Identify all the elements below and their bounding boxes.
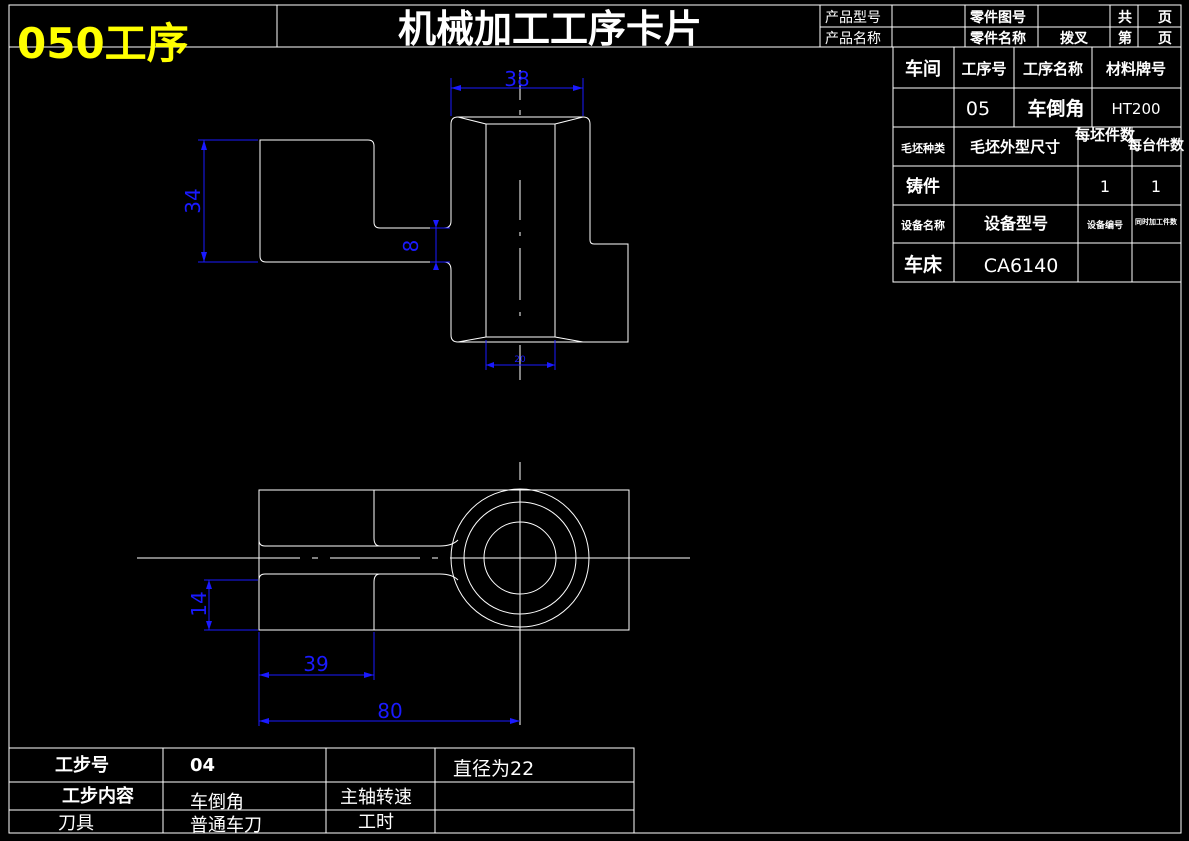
step-content-value: 车倒角: [190, 792, 244, 813]
per-blank-value: 1: [1100, 177, 1110, 196]
drawing-frame: [8, 4, 1182, 834]
step-table: 工步号 04 直径为22 工步内容 车倒角 主轴转速 刀具 普通车刀 工时: [8, 747, 635, 836]
step-no-label: 工步号: [55, 754, 109, 776]
equip-model-label: 设备型号: [984, 214, 1048, 233]
equip-no-label: 设备编号: [1087, 219, 1123, 231]
per-blank-label-line: 每坯件数: [1075, 126, 1136, 144]
dim-gap: 8: [399, 240, 423, 253]
part-name-value: 拨叉: [1060, 30, 1089, 47]
per-unit-label: 每台件数: [1128, 137, 1185, 154]
info-table: 车间 工序号 工序名称 材料牌号 05 车倒角 HT200 毛坯种类 毛坯外型尺…: [892, 46, 1185, 283]
process-no-label: 工序号: [961, 60, 1006, 78]
dim-bottom-height: 14: [187, 591, 211, 616]
material-value: HT200: [1111, 100, 1160, 118]
product-model-label: 产品型号: [825, 10, 881, 26]
tool-value: 普通车刀: [190, 815, 262, 836]
nth-label: 第: [1118, 30, 1132, 47]
blank-type-label: 毛坯种类: [901, 141, 946, 155]
step-note: 直径为22: [453, 758, 534, 780]
blank-size-label: 毛坯外型尺寸: [970, 138, 1060, 156]
spindle-speed-label: 主轴转速: [340, 787, 412, 808]
material-label: 材料牌号: [1106, 60, 1166, 78]
total-label: 共: [1118, 9, 1132, 26]
simul-label: 同时加工件数: [1135, 217, 1178, 226]
card-title: 机械加工工序卡片: [398, 7, 702, 51]
part-no-label: 零件图号: [969, 9, 1026, 26]
product-name-label: 产品名称: [825, 31, 881, 47]
work-time-label: 工时: [358, 812, 394, 833]
process-name-label: 工序名称: [1023, 60, 1083, 78]
dim-bore: 20: [514, 355, 526, 365]
dim-slot-length: 39: [303, 652, 328, 676]
per-unit-value: 1: [1151, 177, 1161, 196]
blank-type-value: 铸件: [906, 176, 940, 197]
process-no-value: 05: [966, 98, 990, 120]
process-name-value: 车倒角: [1027, 97, 1084, 120]
front-view: 38 34 8 20: [181, 67, 629, 380]
part-name-label: 零件名称: [969, 30, 1026, 47]
process-number-title: 050工序: [17, 19, 189, 68]
equip-model-value: CA6140: [984, 255, 1059, 277]
page-label: 页: [1158, 10, 1172, 26]
header-band: 050工序 机械加工工序卡片 产品型号 产品名称 零件图号 零件名称 拨叉 共 …: [9, 5, 1181, 68]
dim-top-width: 38: [504, 67, 529, 91]
dim-left-height: 34: [181, 188, 205, 213]
page-label-2: 页: [1158, 31, 1172, 47]
dim-total-length: 80: [377, 699, 402, 723]
equip-name-value: 车床: [904, 253, 942, 276]
tool-label: 刀具: [58, 813, 94, 834]
equip-name-label: 设备名称: [901, 218, 945, 232]
per-blank-label: 每坯件数: [1075, 126, 1136, 144]
top-view: 14 39 80: [137, 462, 690, 726]
workshop-label: 车间: [905, 58, 941, 80]
step-content-label: 工步内容: [62, 785, 134, 807]
step-no-value: 04: [190, 755, 215, 776]
